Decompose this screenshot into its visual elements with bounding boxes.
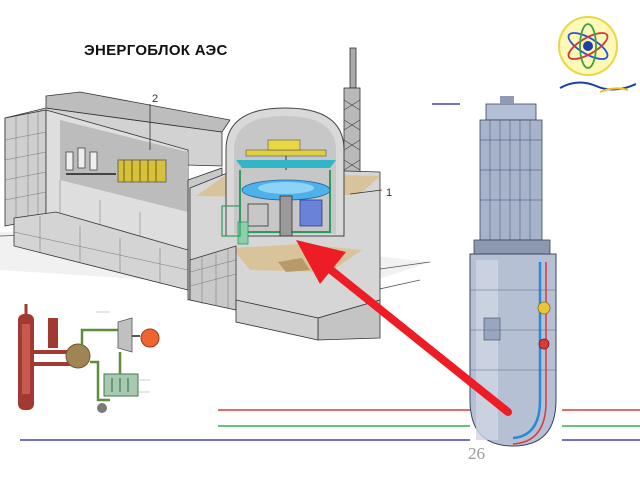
- atom-logo-icon: [558, 16, 637, 93]
- circuit-schematic: [18, 304, 160, 413]
- decorative-lines: [20, 103, 640, 441]
- page-number: 26: [468, 444, 485, 463]
- callout-turbine-hall: 2: [152, 93, 158, 105]
- red-pointer-arrow-icon: [296, 240, 512, 416]
- power-unit-cutaway: [0, 47, 431, 341]
- callout-reactor-building: 1: [386, 187, 392, 199]
- slide-title: ЭНЕРГОБЛОК АЭС: [84, 42, 228, 59]
